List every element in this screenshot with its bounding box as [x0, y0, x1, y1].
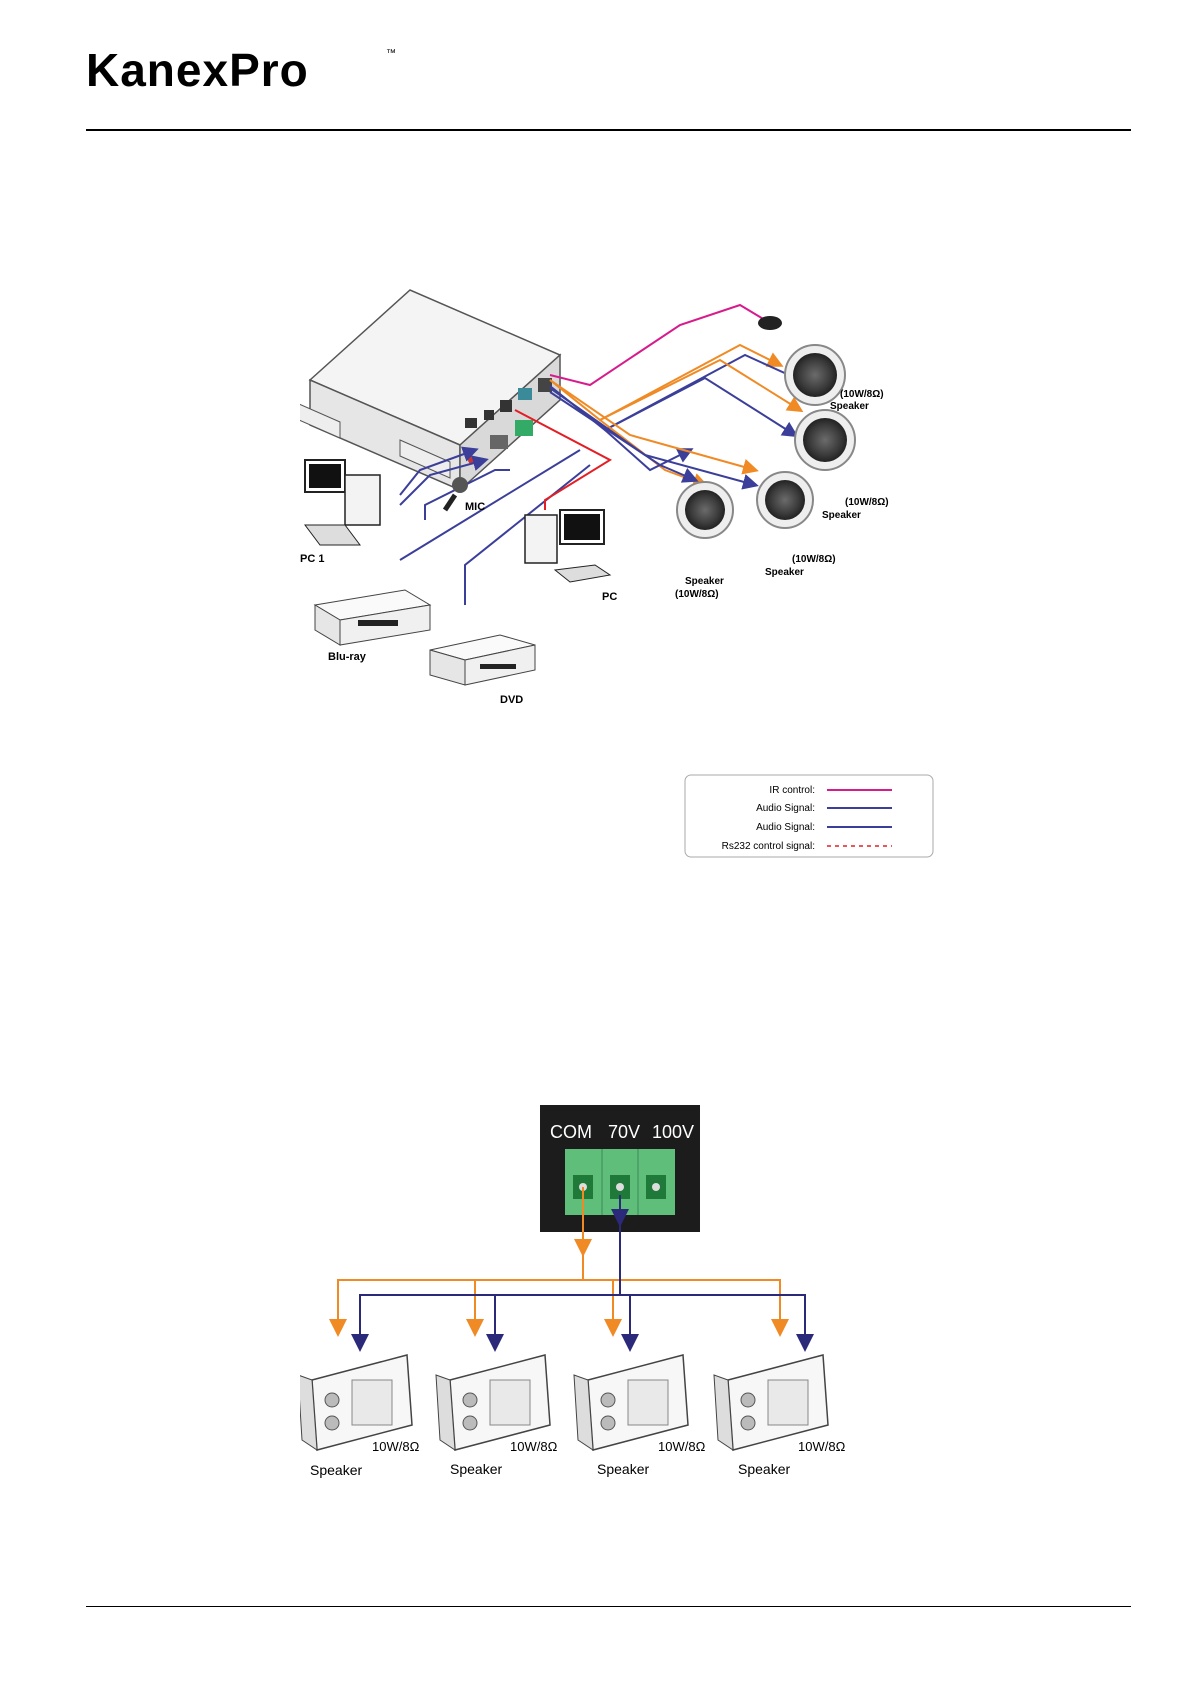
legend: IR control: Audio Signal: Audio Signal: …: [685, 775, 933, 857]
speaker-rating: 10W/8Ω: [372, 1439, 420, 1454]
speaker-a: [785, 345, 845, 405]
legend-item-label: Audio Signal:: [756, 803, 815, 814]
speaker-c-label: Speaker: [765, 567, 804, 578]
dvd-label: DVD: [500, 694, 523, 706]
pc-device: [525, 510, 610, 582]
legend-item-label: Audio Signal:: [756, 822, 815, 833]
speaker-label: Speaker: [450, 1461, 502, 1477]
logo-text: KanexPro: [86, 44, 309, 96]
dvd-device: [430, 635, 535, 685]
speaker-rating: 10W/8Ω: [658, 1439, 706, 1454]
speaker-d-rating: (10W/8Ω): [675, 589, 719, 600]
logo-trademark: ™: [386, 48, 396, 59]
terminal-label-70v: 70V: [608, 1122, 640, 1142]
bluray-label: Blu-ray: [328, 651, 367, 663]
wall-speaker-4: [714, 1355, 828, 1450]
speaker-d-label: Speaker: [685, 576, 724, 587]
footer-divider: [86, 1606, 1131, 1607]
speaker-c-rating: (10W/8Ω): [792, 554, 836, 565]
legend-item-label: Rs232 control signal:: [722, 841, 815, 852]
kanexpro-logo: KanexPro ™: [86, 44, 416, 96]
ir-cable: [550, 305, 765, 385]
wall-speaker-3: [574, 1355, 688, 1450]
pc-label: PC: [602, 591, 617, 603]
mic-label: MIC: [465, 501, 485, 513]
speaker-label: Speaker: [738, 1461, 790, 1477]
speaker-a-label: Speaker: [830, 401, 869, 412]
speaker-b-rating: (10W/8Ω): [845, 497, 889, 508]
terminal-label-com: COM: [550, 1122, 592, 1142]
speaker-cables: [550, 345, 800, 485]
bluray-device: [315, 590, 430, 645]
speaker-b-label: Speaker: [822, 510, 861, 521]
pc1-label: PC 1: [300, 553, 324, 565]
pc1-device: [305, 460, 380, 545]
connection-diagram: PC 1 MIC Blu-ray DVD PC (10W/8Ω) Speaker: [300, 270, 960, 900]
speaker-a-rating: (10W/8Ω): [840, 389, 884, 400]
legend-item-label: IR control:: [769, 785, 815, 796]
speaker-wiring-diagram: COM 70V 100V: [300, 1105, 920, 1490]
speaker-d: [677, 482, 733, 538]
speaker-c: [757, 472, 813, 528]
speaker-rating: 10W/8Ω: [510, 1439, 558, 1454]
terminal-label-100v: 100V: [652, 1122, 694, 1142]
speaker-label: Speaker: [597, 1461, 649, 1477]
speaker-label: Speaker: [310, 1462, 362, 1478]
ir-sensor: [758, 316, 782, 330]
speaker-rating: 10W/8Ω: [798, 1439, 846, 1454]
wall-speaker-2: [436, 1355, 550, 1450]
wall-speaker-1: [300, 1355, 412, 1450]
speaker-b: [795, 410, 855, 470]
header-divider: [86, 129, 1131, 131]
